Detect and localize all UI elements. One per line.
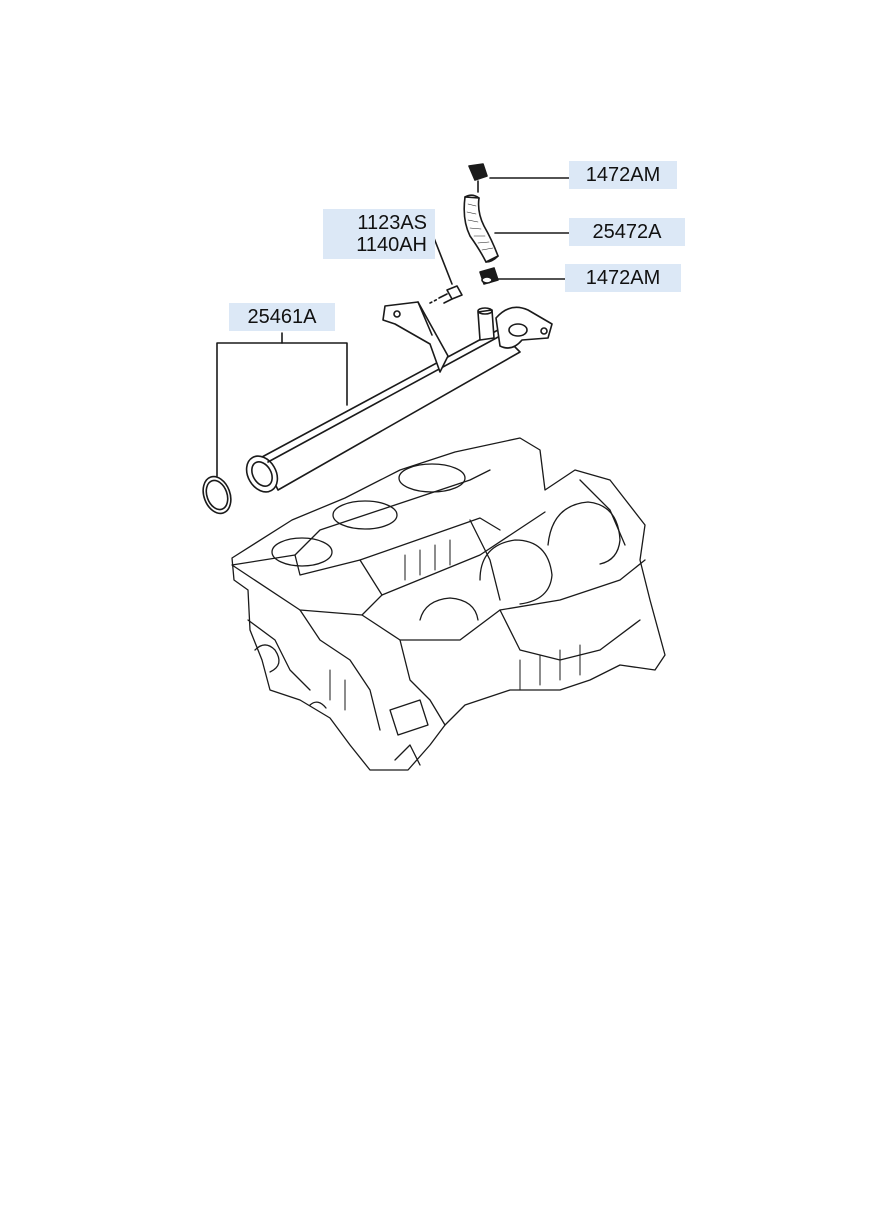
callout-hose[interactable]: 25472A xyxy=(569,218,685,246)
hose-clamp-upper xyxy=(468,163,488,193)
o-ring xyxy=(202,475,232,515)
callout-water-pipe[interactable]: 25461A xyxy=(229,303,335,331)
water-pipe xyxy=(245,301,553,493)
callout-hose-clamp-upper[interactable]: 1472AM xyxy=(569,161,677,189)
callout-hose-clamp-lower[interactable]: 1472AM xyxy=(565,264,681,292)
engine-block xyxy=(231,437,666,771)
callout-bolt[interactable]: 1123AS 1140AH xyxy=(323,209,435,259)
coolant-hose xyxy=(463,194,499,263)
callout-bolt-line2: 1140AH xyxy=(356,234,427,256)
hose-clamp-lower xyxy=(479,267,499,285)
callout-bolt-line1: 1123AS xyxy=(357,212,427,234)
bolt xyxy=(429,285,463,304)
